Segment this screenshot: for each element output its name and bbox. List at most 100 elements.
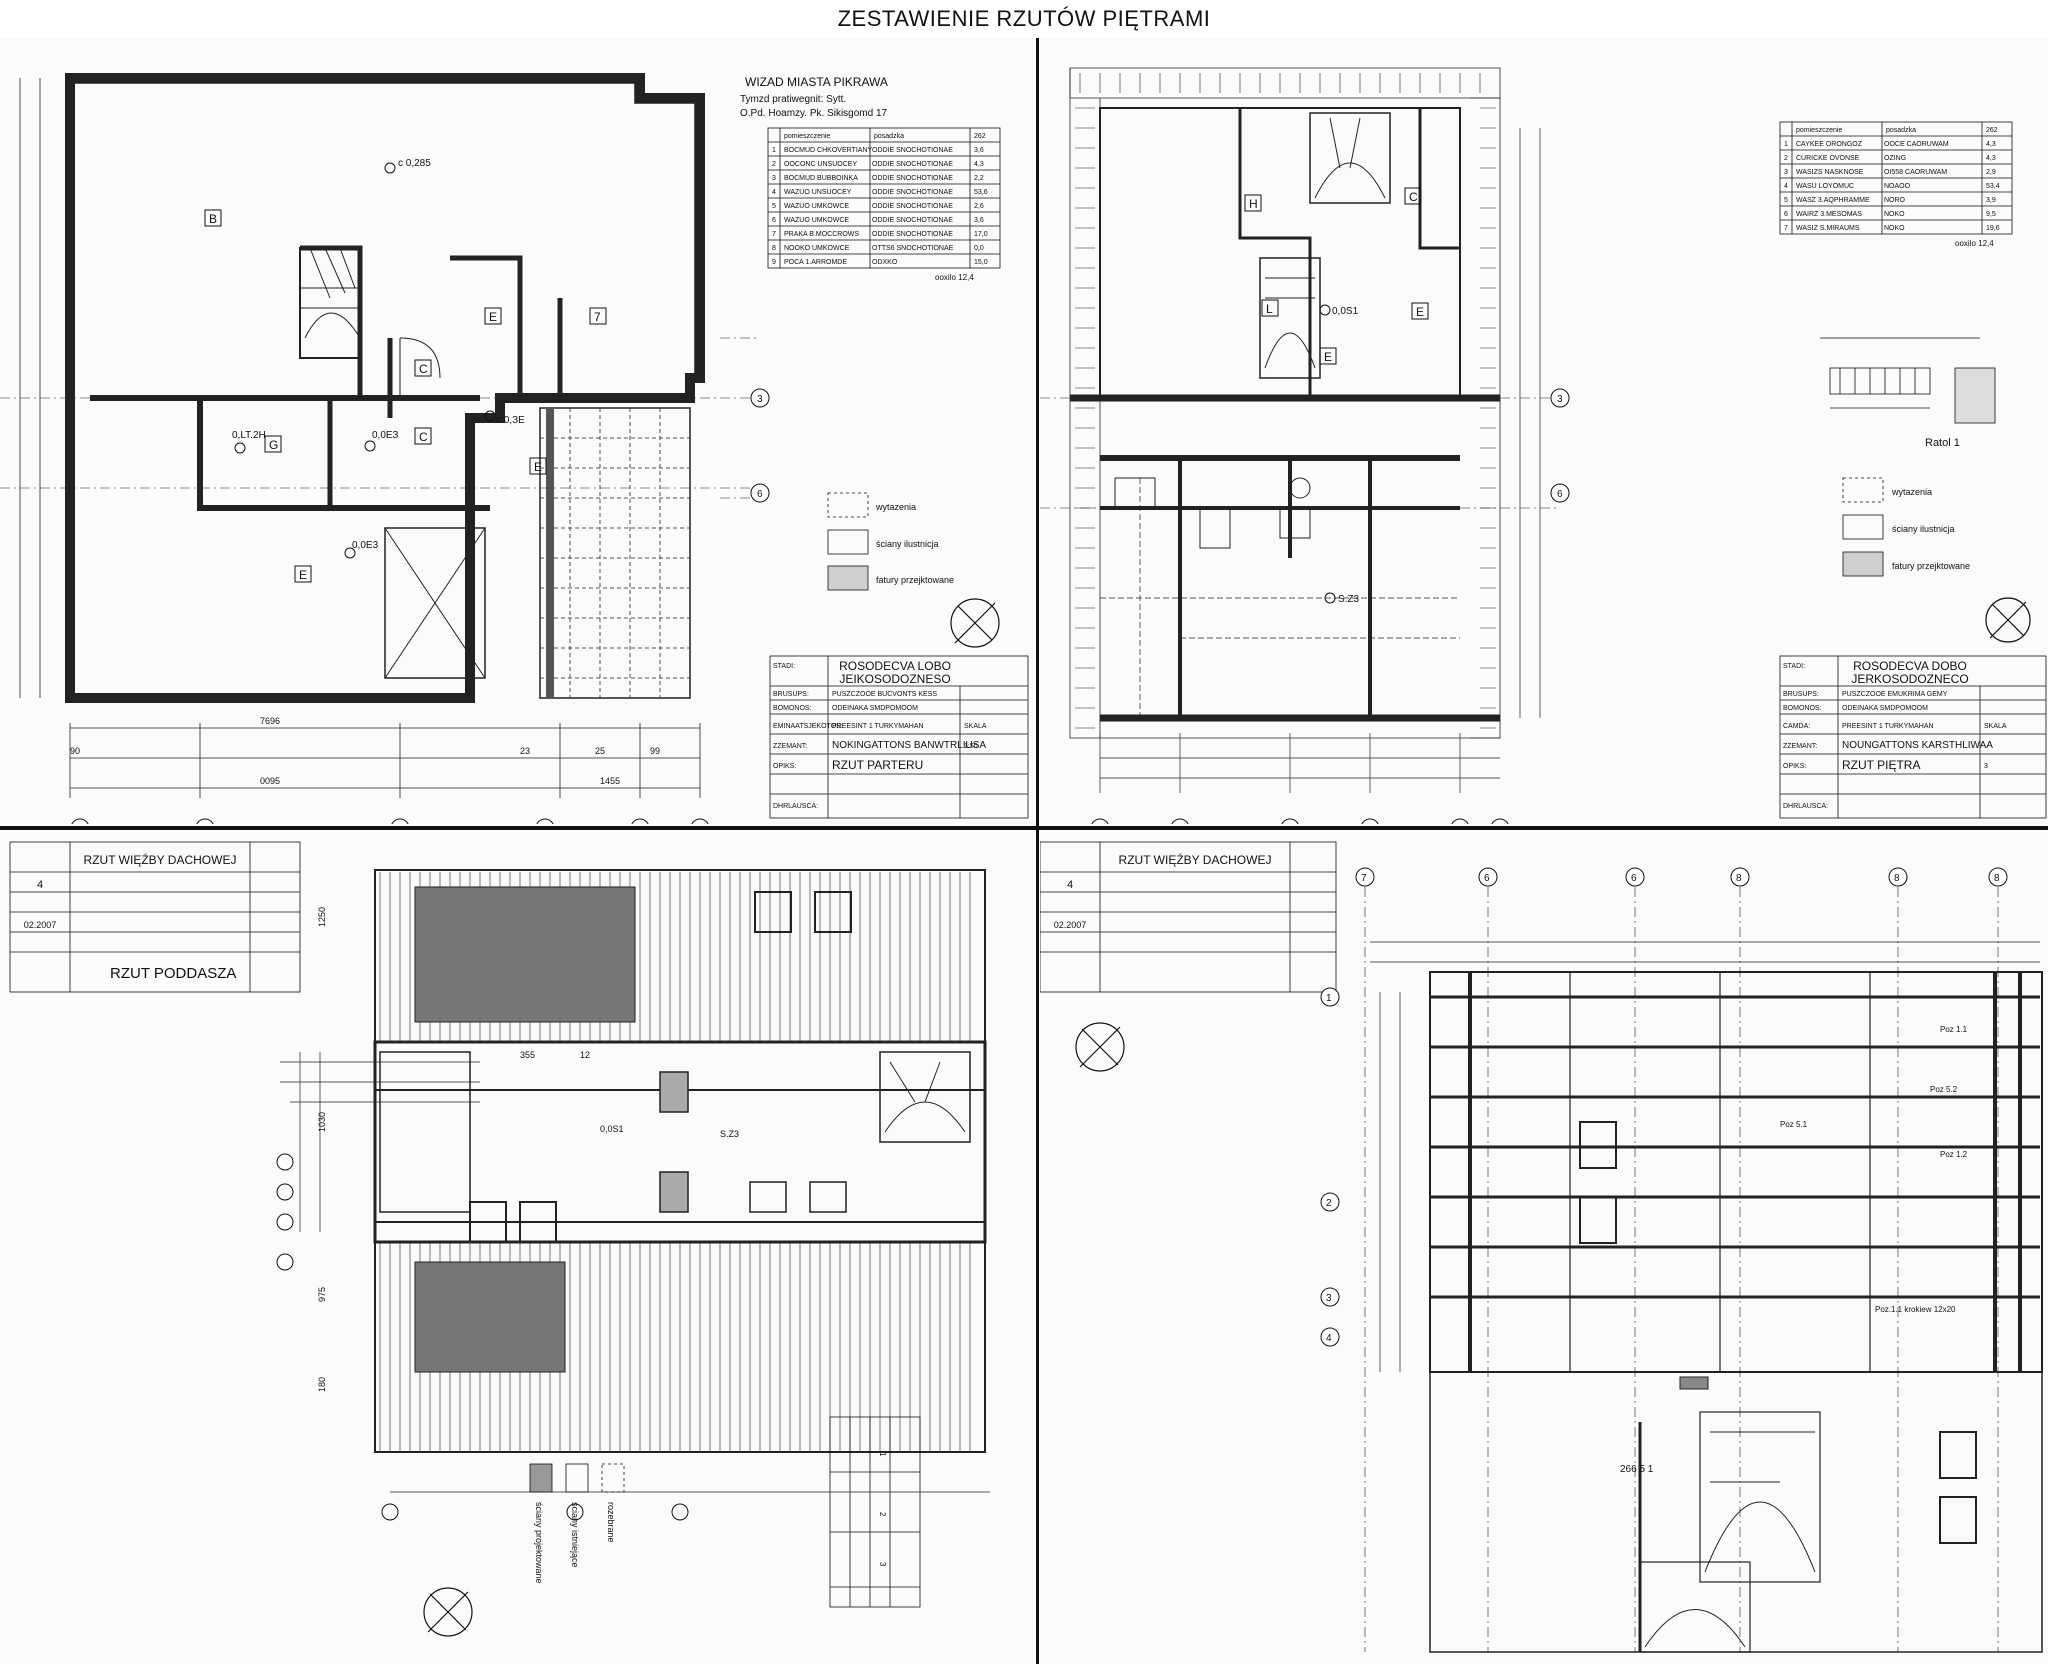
poddasze-drawing: RZUT WIĘŹBY DACHOWEJ 4 02.2007 RZUT PODD… [9,841,990,1637]
drawing-title: RZUT PIĘTRA [1842,758,1920,772]
header-note: WIZAD MIASTA PIKRAWA [745,75,888,89]
table-cell: ODDIE SNOCHOTIONAE [872,203,953,210]
parter-drawing: B C E 7 G C E E c 0,285 0,LT.2H 0,0ЕЗ 0,… [0,73,1029,824]
axis-label: 7 [1361,873,1367,884]
table-cell: 3,6 [974,217,984,224]
table-cell: OTTS6 SNOCHOTIONAE [872,245,954,252]
north-arrow-icon [1075,1022,1125,1072]
axis-label: 8 [1736,873,1742,884]
title-block-value: NOUNGATTONS KARSTHLIWAA [1842,740,1993,751]
beam-label: Poz 5.2 [1930,1085,1958,1094]
room-letter: E [534,460,542,474]
room-letter: E [299,568,307,582]
table-header: pomieszczenie [1796,127,1842,134]
table-cell: BOCMUD BUBBOINKA [784,175,858,182]
table-cell: POCA 1.ARROMDE [784,259,847,266]
table-cell: PRAKA B.MOCCROWS [784,231,859,238]
axis-label: 8 [1894,873,1900,884]
table-cell: 3 [1784,169,1788,176]
dimension-text: 7696 [260,716,280,726]
drawing-title: RZUT PARTERU [832,758,923,772]
drawing-title: RZUT WIĘŹBY DACHOWEJ [1119,852,1272,867]
table-cell: WAZUO UNSUOCEY [784,189,852,196]
title-block-label: CAMDA: [1783,723,1810,730]
title-block-firm: JEIKOSODOZNESO [839,672,950,686]
north-arrow-icon [950,598,1000,648]
sheet-date: 02.2007 [24,920,57,930]
title-block-label: DHRLAUSCA: [1783,803,1828,810]
axis-label: 3 [1557,394,1563,405]
sheet-number: 4 [1067,879,1073,891]
legend-label: wytazenia [875,502,916,512]
dimension-text: 975 [317,1287,327,1302]
wiezba-drawing: RZUT WIĘŹBY DACHOWEJ 4 02.2007 7 6 6 8 8… [1040,841,2043,1653]
beam-label: Poz 1.2 [1940,1150,1968,1159]
title-block-label: OPIKS: [773,763,796,770]
legend-label: fatury przejktowane [1892,561,1970,571]
axis-label: 1 [1326,993,1332,1004]
table-cell: ODDIE SNOCHOTIONAE [872,231,953,238]
table-cell: WAIRZ 3.MESOMAS [1796,211,1862,218]
horizontal-divider [0,826,2048,830]
table-cell: NORO [1884,197,1906,204]
table-total: ooxilo 12,4 [1955,239,1994,248]
dimension-text: 355 [520,1050,535,1060]
table-cell: 6 [772,217,776,224]
table-cell: 5 [772,203,776,210]
page-title: ZESTAWIENIE RZUTÓW PIĘTRAMI [837,6,1211,31]
table-cell: OI558 CAORUWAM [1884,169,1947,176]
dimension-text: 1250 [317,907,327,927]
table-cell: 4,3 [1986,155,1996,162]
table-cell: NOOKO UMKOWCE [784,245,850,252]
table-cell: 4 [1784,183,1788,190]
marker-label: 3 [878,1562,887,1567]
axis-label: 6 [757,489,763,500]
level-mark: S.Z3 [720,1129,739,1139]
pietro-drawing: H C L E E 0,0S1 S.Z3 B C B E E E 3 6 [1040,67,2047,824]
room-letter: G [269,438,278,452]
level-mark: 0,0Е3 [352,540,379,551]
table-cell: ODDIE SNOCHOTIONAE [872,189,953,196]
beam-label: Poz 1.1 [1940,1025,1968,1034]
header-note: O.Pd. Hoamzy. Pk. Sikisgomd 17 [740,108,888,119]
title-block-label: BRUSUPS: [773,691,809,698]
title-block-value: ODEINAKA SMDPOMOOM [832,705,918,712]
header-note: Tymzd pratiwegnit: Sytt. [740,94,846,105]
axis-label: 6 [1631,873,1637,884]
axis-label: 6 [1557,489,1563,500]
dimension-text: 1030 [317,1112,327,1132]
axis-label: 3 [1326,1293,1332,1304]
title-block-mirrored: RZUT WIĘŹBY DACHOWEJ [84,852,237,867]
table-cell: WAZUO UMKOWCE [784,217,849,224]
legend-label: ściany projektowane [534,1502,544,1584]
legend-label: ściany ilustnicja [1892,524,1955,534]
table-cell: 17,0 [974,231,988,238]
table-cell: OOCE CAORUWAM [1884,141,1949,148]
title-block-value: PUSZCZOOE BUCVONTS KESS [832,691,937,698]
level-mark: 0,0S1 [1332,306,1359,317]
table-cell: CURICKE OVONSE [1796,155,1860,162]
table-cell: ODXKO [872,259,898,266]
table-cell: 9 [772,259,776,266]
section-mark: Ratol 1 [1925,437,1960,449]
table-cell: 9,5 [1986,211,1996,218]
table-cell: ODDIE SNOCHOTIONAE [872,217,953,224]
title-block-label: STADI: [773,663,795,670]
table-cell: 2,6 [974,203,984,210]
room-letter: H [1249,197,1258,211]
table-cell: 2 [772,161,776,168]
table-cell: 2,2 [974,175,984,182]
beam-label: Poz 5.1 [1780,1120,1808,1129]
title-block-label: EMINAATSJEKOTOS: [773,723,843,730]
sheet-number: 4 [37,879,43,891]
table-cell: ODDIE SNOCHOTIONAE [872,175,953,182]
dimension-text: 99 [650,746,660,756]
room-letter: L [1266,302,1273,316]
table-cell: 19,6 [1986,225,2000,232]
table-cell: WASIZS NASKNOSE [1796,169,1864,176]
title-block-meta: 1:50 [964,743,978,750]
title-block-label: DHRLAUSCA: [773,803,818,810]
detail-sketch [1820,337,1996,424]
table-cell: NOKO [1884,225,1905,232]
table-cell: BOCMUD CHKOVERTIANY [784,147,872,154]
